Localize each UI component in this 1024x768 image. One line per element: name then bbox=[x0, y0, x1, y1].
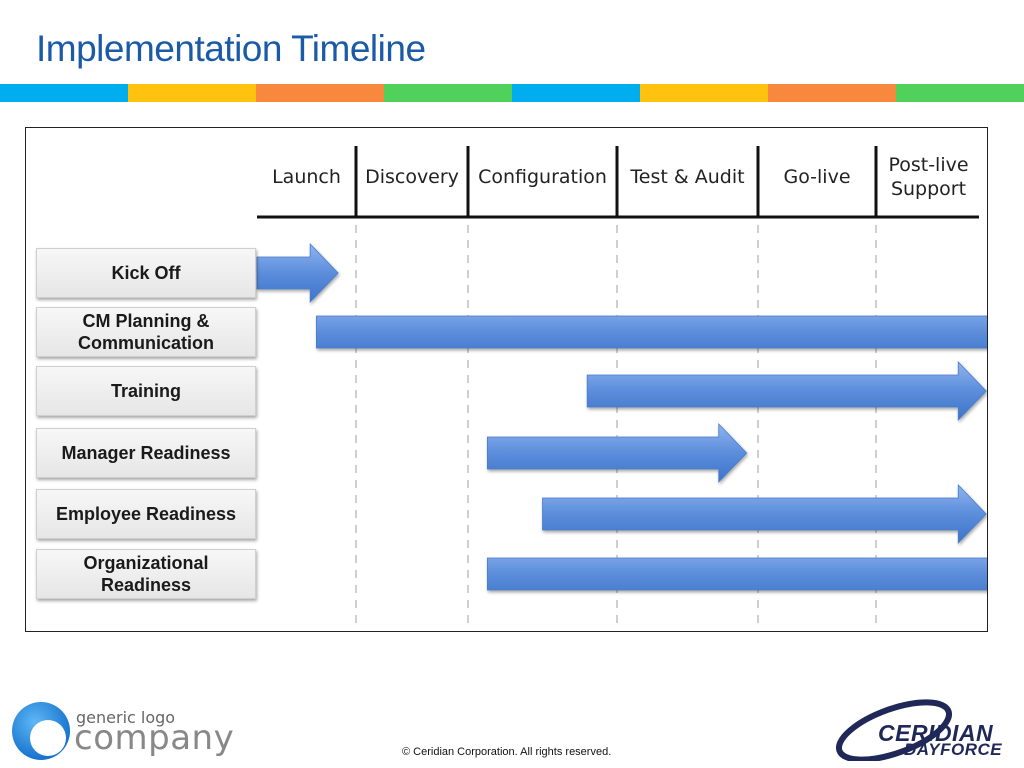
row-label-cm-planning: CM Planning & Communication bbox=[36, 307, 256, 357]
timeline-diagram: Launch Discovery Configuration Test & Au… bbox=[25, 127, 988, 632]
stripe-segment bbox=[128, 84, 256, 102]
stripe-segment bbox=[768, 84, 896, 102]
stripe-segment bbox=[512, 84, 640, 102]
phase-configuration: Configuration bbox=[478, 166, 607, 189]
color-stripe bbox=[0, 84, 1024, 102]
slide-title: Implementation Timeline bbox=[36, 28, 426, 69]
stripe-segment bbox=[256, 84, 384, 102]
timeline-arrow bbox=[486, 423, 748, 483]
timeline-arrow bbox=[486, 557, 987, 591]
timeline-arrow bbox=[256, 243, 339, 303]
timeline-arrow bbox=[586, 361, 987, 421]
stripe-segment bbox=[896, 84, 1024, 102]
phase-discovery: Discovery bbox=[365, 166, 459, 189]
copyright-text: © Ceridian Corporation. All rights reser… bbox=[402, 746, 612, 758]
row-label-organizational-readiness: Organizational Readiness bbox=[36, 549, 256, 599]
logo-small-text: generic logo bbox=[76, 708, 176, 727]
row-label-kick-off: Kick Off bbox=[36, 248, 256, 298]
stripe-segment bbox=[640, 84, 768, 102]
brand-swoosh-icon bbox=[835, 699, 953, 761]
logo-big-text: company bbox=[74, 718, 235, 758]
company-logo: generic logo company bbox=[12, 702, 252, 762]
stripe-segment bbox=[384, 84, 512, 102]
timeline-graphics bbox=[256, 146, 987, 628]
row-label-manager-readiness: Manager Readiness bbox=[36, 428, 256, 478]
phase-post-live-support: Post-live Support bbox=[888, 154, 969, 200]
phase-launch: Launch bbox=[272, 166, 341, 189]
timeline-arrow bbox=[542, 484, 987, 544]
brand-line-2: DAYFORCE bbox=[904, 740, 1003, 759]
row-label-training: Training bbox=[36, 366, 256, 416]
timeline-arrow bbox=[315, 315, 987, 349]
ceridian-dayforce-logo: CERIDIAN DAYFORCE bbox=[832, 695, 1018, 761]
stripe-segment bbox=[0, 84, 128, 102]
phase-test-audit: Test & Audit bbox=[630, 166, 745, 189]
row-label-employee-readiness: Employee Readiness bbox=[36, 489, 256, 539]
phase-go-live: Go-live bbox=[783, 166, 851, 189]
brand-line-1: CERIDIAN bbox=[878, 720, 994, 746]
logo-circle-icon bbox=[12, 702, 70, 760]
